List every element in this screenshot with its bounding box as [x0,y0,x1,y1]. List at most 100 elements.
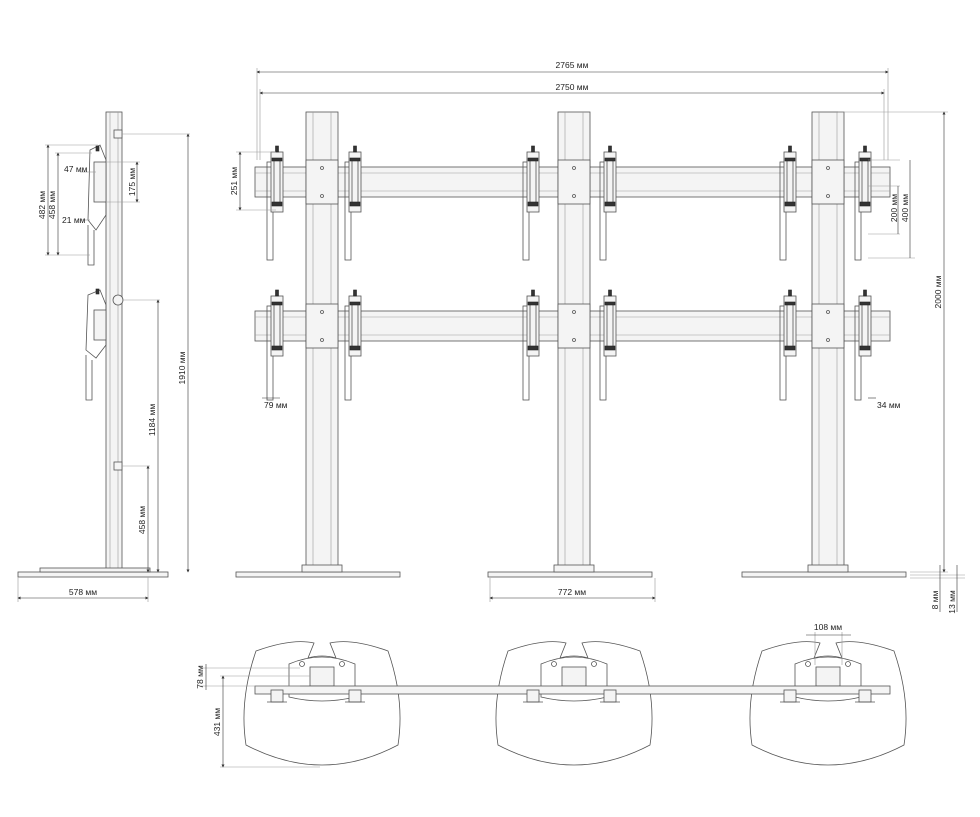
front-dimensions: 2765 мм 2750 мм 2000 мм 772 мм 251 мм 20… [229,60,965,614]
dim-200: 200 мм [889,194,899,222]
dim-400: 400 мм [900,194,910,222]
drawing-line [861,159,869,205]
column-plate [794,656,862,702]
monitor-bracket [266,289,284,401]
top-rail-bar [254,685,891,695]
bolt [551,661,557,667]
mount-plate [561,666,587,688]
dim-578: 578 мм [69,587,97,597]
dim-772: 772 мм [558,587,586,597]
drawing-line [786,159,794,205]
drawing-line [320,310,324,314]
mount-plate [815,666,841,688]
drawing-line [784,201,796,207]
drawing-line [527,345,539,351]
locking-knob [275,289,279,297]
top-bracket [526,689,540,703]
locking-knob [353,289,357,297]
dim-79: 79 мм [264,400,288,410]
monitor-bracket [599,289,617,401]
drawing-line [807,564,849,573]
clamp [305,303,339,349]
drawing-line [859,345,871,351]
drawing-line [527,301,539,306]
side-view: 1910 мм 1184 мм 458 мм 482 мм 458 мм 47 … [17,111,190,602]
dim-175: 175 мм [127,168,137,196]
base-plate [235,571,401,578]
drawing-line [859,201,871,207]
drawing-line [861,303,869,349]
front-view [235,111,907,578]
clamp [305,159,339,205]
monitor-bracket [779,145,797,261]
stand-2 [487,111,653,578]
locking-knob [531,145,535,153]
dim-108: 108 мм [814,622,842,632]
top-bracket [270,689,284,703]
dim-21: 21 мм [62,215,86,225]
base-plate [487,571,653,578]
dim-482: 482 мм [37,191,47,219]
drawing-line [273,159,281,205]
base-outline [495,641,653,766]
drawing-line [784,301,796,306]
drawing-line [527,157,539,162]
drawing-line [349,157,361,162]
bolt [845,661,851,667]
monitor-bracket [344,289,362,401]
mount-plate [309,666,335,688]
dim-2750: 2750 мм [556,82,589,92]
drawing-line [604,345,616,351]
locking-knob [608,289,612,297]
drawing-line [351,159,359,205]
drawing-line [320,166,324,170]
drawing-line [553,564,595,573]
drawing-line [271,301,283,306]
dim-251: 251 мм [229,167,239,195]
dim-2000: 2000 мм [933,275,943,308]
drawing-line [271,201,283,207]
clamp [557,159,591,205]
drawing-line [784,157,796,162]
locking-knob [863,289,867,297]
drawing-line [826,166,830,170]
top-dimensions: 78 мм 431 мм 108 мм [195,622,851,768]
drawing-line [273,303,281,349]
dim-34: 34 мм [877,400,901,410]
bolt [805,661,811,667]
drawing-line [351,303,359,349]
locking-knob [275,145,279,153]
drawing-line [349,345,361,351]
dim-8: 8 мм [930,590,940,609]
dim-458-bracket: 458 мм [47,191,57,219]
bolt [591,661,597,667]
drawing-line [572,310,576,314]
monitor-bracket [522,145,540,261]
drawing-line [604,201,616,207]
clamp [557,303,591,349]
base-outline [243,641,401,766]
monitor-bracket [779,289,797,401]
base-outline [749,641,907,766]
top-base-3 [749,641,907,766]
drawing-line [826,194,830,198]
top-bracket [783,689,797,703]
column-plate [288,656,356,702]
drawing-line [826,338,830,342]
drawing-line [606,303,614,349]
column-plate [540,656,608,702]
locking-knob [353,145,357,153]
side-base [17,571,169,578]
dim-1184: 1184 мм [147,404,157,436]
drawing-line [271,157,283,162]
clamp [811,303,845,349]
drawing-line [301,564,343,573]
side-column [105,111,123,573]
drawing-line [859,301,871,306]
drawing-line [604,157,616,162]
monitor-bracket [854,145,872,261]
drawing-line [320,194,324,198]
dim-1910: 1910 мм [177,351,187,384]
dim-2765: 2765 мм [556,60,589,70]
